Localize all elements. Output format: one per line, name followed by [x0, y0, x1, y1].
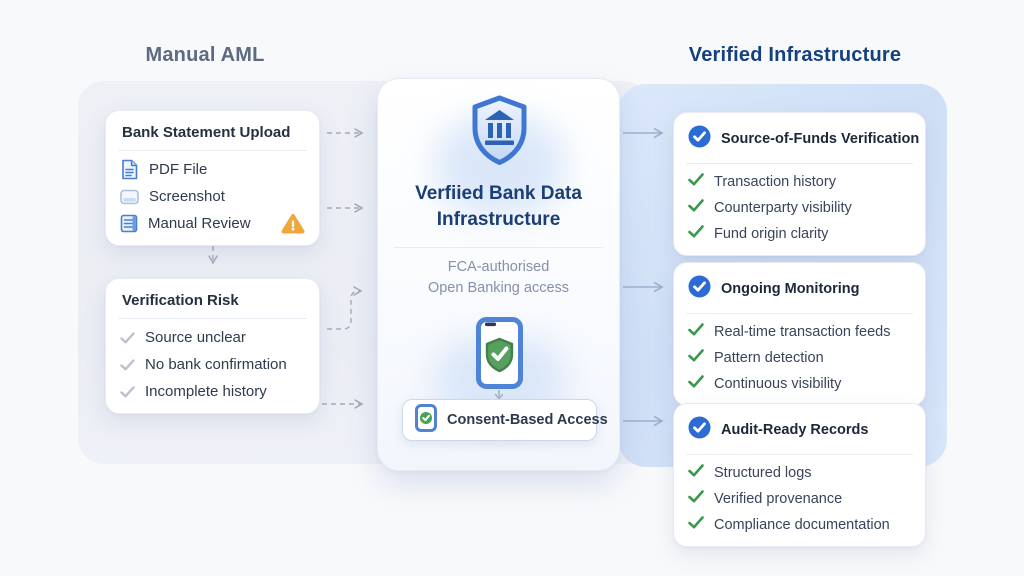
list-item: Structured logs [688, 464, 911, 481]
center-card-subtitle: FCA-authorised Open Banking access [378, 257, 619, 299]
list-item: Transaction history [688, 173, 911, 190]
list-item-label: Source unclear [145, 329, 246, 346]
list-item-label: Real-time transaction feeds [714, 323, 891, 340]
check-icon-green [688, 490, 704, 507]
center-title-line1: Verfiied Bank Data [415, 183, 582, 204]
list-item-label: Transaction history [714, 173, 836, 190]
verification-risk-card: Verification Risk Source unclear No bank… [105, 278, 320, 414]
list-item-pdf-file: PDF File [120, 159, 305, 180]
consent-based-access-label: Consent-Based Access [447, 412, 608, 428]
center-subtitle-line1: FCA-authorised [447, 259, 550, 275]
blue-check-circle-icon [688, 275, 711, 303]
warning-triangle-icon [281, 213, 305, 235]
list-item-label: Continuous visibility [714, 375, 842, 392]
divider [686, 313, 913, 314]
card-header: Audit-Ready Records [674, 404, 925, 454]
screenshot-icon [120, 189, 139, 205]
center-title-line2: Infrastructure [436, 209, 561, 230]
card-title: Source-of-Funds Verification [721, 131, 920, 147]
list-item-label: Structured logs [714, 464, 812, 481]
divider [118, 318, 307, 319]
check-icon-gray [120, 385, 135, 398]
manual-aml-heading: Manual AML [145, 44, 265, 66]
check-icon-green [688, 173, 704, 190]
card-header: Ongoing Monitoring [674, 263, 925, 313]
center-card-title: Verfiied Bank Data Infrastructure [378, 181, 619, 233]
bank-shield-icon [467, 94, 532, 171]
pdf-file-icon [120, 159, 139, 180]
down-arrow-icon [493, 387, 505, 405]
check-icon-green [688, 323, 704, 340]
list-item-label: No bank confirmation [145, 356, 287, 373]
document-icon [120, 214, 138, 233]
check-icon-green [688, 464, 704, 481]
card-title: Ongoing Monitoring [721, 281, 860, 297]
list-item-label: Counterparty visibility [714, 199, 852, 216]
phone-check-icon [415, 403, 437, 437]
check-icon-green [688, 375, 704, 392]
divider [118, 150, 307, 151]
bank-statement-upload-title: Bank Statement Upload [122, 124, 291, 141]
verified-bank-data-card: Verfiied Bank Data Infrastructure FCA-au… [377, 78, 620, 471]
check-icon-green [688, 199, 704, 216]
divider [686, 163, 913, 164]
list-item: Verified provenance [688, 490, 911, 507]
source-of-funds-card: Source-of-Funds Verification Transaction… [673, 112, 926, 256]
list-item-label: Verified provenance [714, 490, 843, 507]
list-item-label: Incomplete history [145, 383, 267, 400]
list-item-manual-review: Manual Review [120, 213, 305, 235]
center-subtitle-line2: Open Banking access [427, 280, 570, 296]
blue-check-circle-icon [688, 416, 711, 444]
bank-statement-upload-card: Bank Statement Upload PDF File Screensho… [105, 110, 320, 246]
list-item: Counterparty visibility [688, 199, 911, 216]
phone-shield-check-icon [476, 317, 523, 394]
list-item: Fund origin clarity [688, 225, 911, 242]
list-item-label: Pattern detection [714, 349, 824, 366]
list-item-screenshot: Screenshot [120, 187, 305, 206]
list-item: Continuous visibility [688, 375, 911, 392]
list-item-incomplete-history: Incomplete history [120, 382, 305, 401]
list-item: Real-time transaction feeds [688, 323, 911, 340]
divider [686, 454, 913, 455]
verification-risk-title: Verification Risk [122, 292, 239, 309]
list-item-label: Compliance documentation [714, 516, 890, 533]
list-item-no-bank-confirmation: No bank confirmation [120, 355, 305, 374]
verified-infrastructure-heading: Verified Infrastructure [688, 44, 902, 66]
ongoing-monitoring-card: Ongoing Monitoring Real-time transaction… [673, 262, 926, 406]
list-item-label: Manual Review [148, 215, 251, 232]
check-icon-gray [120, 331, 135, 344]
card-header: Source-of-Funds Verification [674, 113, 925, 163]
check-icon-green [688, 349, 704, 366]
consent-based-access-badge: Consent-Based Access [402, 399, 608, 441]
list-item-label: Fund origin clarity [714, 225, 829, 242]
check-icon-green [688, 225, 704, 242]
list-item-source-unclear: Source unclear [120, 328, 305, 347]
audit-ready-records-card: Audit-Ready Records Structured logs Veri… [673, 403, 926, 547]
blue-check-circle-icon [688, 125, 711, 153]
list-item: Pattern detection [688, 349, 911, 366]
card-title: Audit-Ready Records [721, 422, 869, 438]
divider [394, 247, 603, 248]
list-item-label: PDF File [149, 161, 208, 178]
list-item-label: Screenshot [149, 188, 225, 205]
check-icon-gray [120, 358, 135, 371]
check-icon-green [688, 516, 704, 533]
list-item: Compliance documentation [688, 516, 911, 533]
